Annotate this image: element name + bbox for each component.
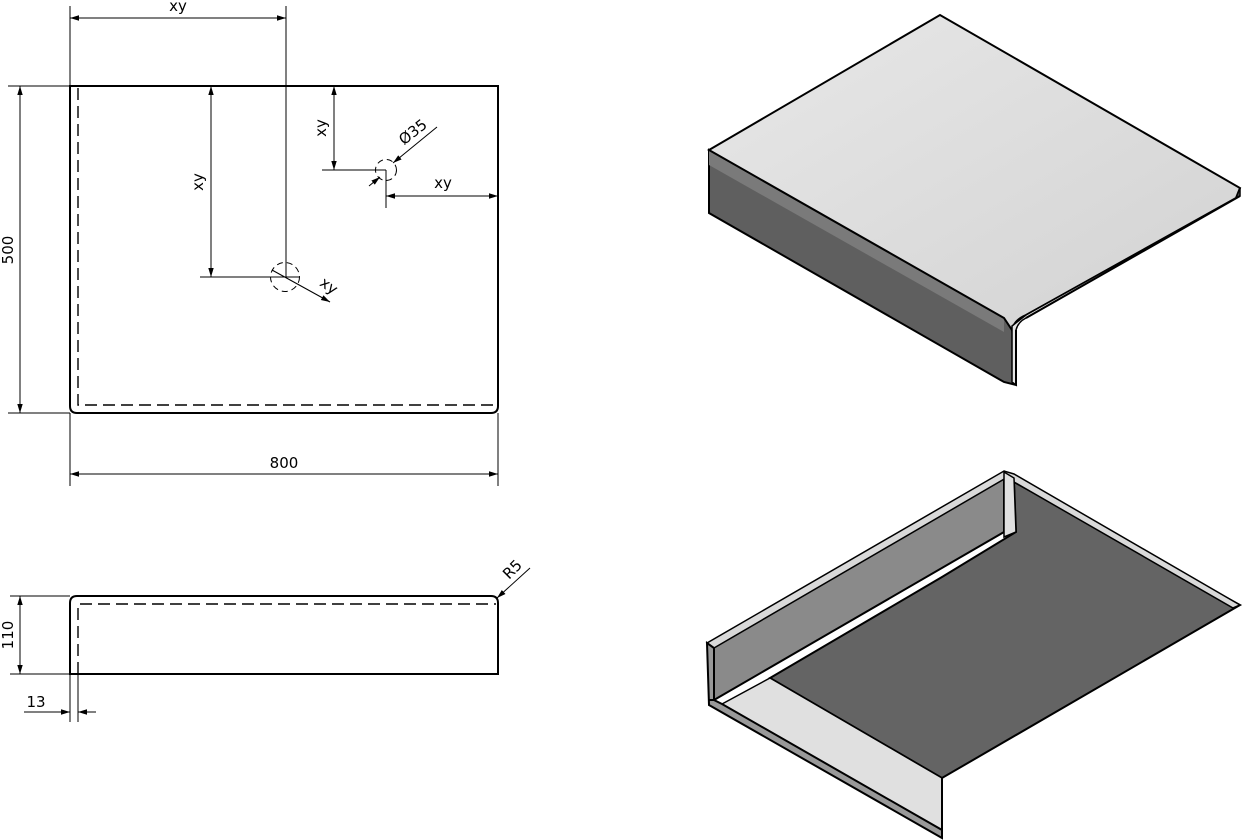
iso-top-upper-face (706, 13, 1242, 333)
dim-top-width-label: xy (169, 0, 187, 15)
dim-side-height-label: 110 (0, 621, 17, 650)
dim-thickness-label: 13 (26, 693, 45, 711)
plan-hidden-fold (77, 88, 496, 406)
dim-hole1-vertical-label: xy (189, 173, 207, 191)
dim-radius-line (496, 567, 531, 599)
plan-view: xy 500 800 xy xy xy Ø35 xy (0, 0, 499, 486)
dim-hole2-vertical-label: xy (312, 119, 330, 137)
dim-hole2-diameter-label: Ø35 (395, 115, 430, 148)
dim-hole1-diameter-line (271, 269, 331, 303)
plan-outline (69, 85, 499, 414)
side-view: 110 13 R5 (0, 556, 531, 722)
side-hidden-fold (77, 603, 496, 674)
dim-hole2-diameter-line (392, 126, 438, 164)
dim-hole2-horizontal-label: xy (434, 174, 452, 192)
dim-radius-label: R5 (499, 556, 526, 583)
dim-hole1-diameter-label: xy (316, 273, 341, 298)
iso-view-top (706, 13, 1242, 387)
iso-view-bottom (705, 470, 1243, 840)
side-outline (69, 595, 499, 675)
dim-width-label: 800 (270, 454, 299, 472)
dim-height-label: 500 (0, 236, 17, 265)
iso-bottom-front-lip (705, 641, 943, 840)
iso-bottom-top-edge (705, 470, 1242, 649)
